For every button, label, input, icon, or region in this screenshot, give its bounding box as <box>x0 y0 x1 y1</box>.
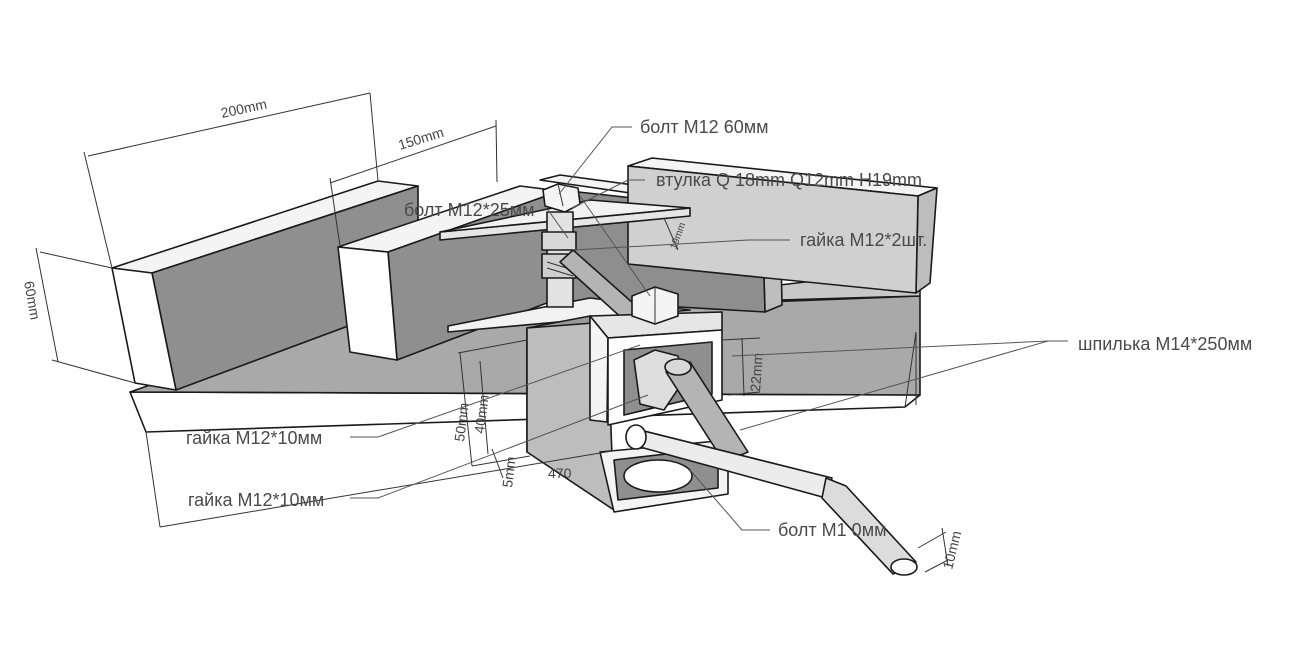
bracket-nut <box>631 286 679 325</box>
callout-nut-m12-10-upper: гайка М12*10мм <box>186 428 322 448</box>
dim-22mm: 22mm <box>747 352 766 392</box>
dim-5mm: 5mm <box>499 456 519 489</box>
callout-bolt-m12-25: болт М12*25мм <box>404 200 534 220</box>
callout-stud-m14-250: шпилька М14*250мм <box>1078 334 1252 354</box>
dim-470: 470 <box>548 465 572 481</box>
vertical-bolt <box>541 183 581 308</box>
dim-50mm: 50mm <box>451 402 472 443</box>
dim-40mm: 40mm <box>471 394 492 435</box>
callout-sleeve: втулка Q 18mm Q12mm H19mm <box>656 170 922 190</box>
left-beam <box>111 180 419 391</box>
handle-bar <box>625 424 918 576</box>
callout-bolt-m12-60: болт М12 60мм <box>640 117 768 137</box>
leader-lines <box>350 126 1068 531</box>
dim-60mm: 60mm <box>21 280 44 321</box>
dimension-lines <box>35 92 949 573</box>
far-right-block <box>627 157 938 294</box>
main-stud <box>664 358 749 463</box>
callout-nut-m12-10-lower: гайка М12*10мм <box>188 490 324 510</box>
callout-nut-m12-2pcs: гайка М12*2шт. <box>800 230 927 250</box>
dim-150mm: 150mm <box>396 124 445 153</box>
callout-bolt-bottom: болт М1 0мм <box>778 520 886 540</box>
